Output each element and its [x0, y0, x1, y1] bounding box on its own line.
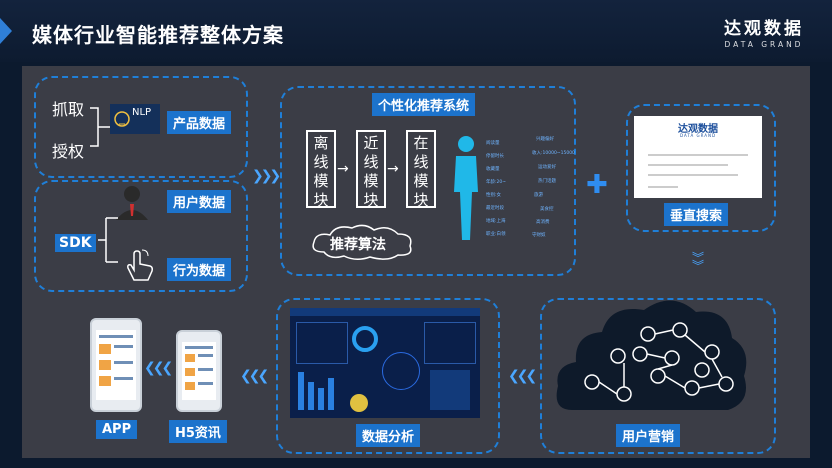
user-icon [116, 186, 148, 220]
arrow-right-icon: → [387, 161, 399, 177]
donut-chart [352, 326, 378, 352]
search-brand: 达观数据 [678, 124, 718, 135]
bar-mark [318, 388, 324, 410]
page-title: 媒体行业智能推荐整体方案 [32, 23, 284, 47]
bracket-lines [90, 107, 112, 147]
h5-label: H5资讯 [169, 420, 227, 443]
person-icon [454, 136, 478, 240]
content-source-group [34, 76, 248, 178]
analysis-group [276, 298, 500, 454]
profile-tag: 运动爱好 [538, 165, 556, 170]
auth-label: 授权 [52, 142, 85, 161]
profile-tag: 最近时段 [486, 206, 504, 211]
arrow-right-icon: → [337, 161, 349, 177]
profile-tag: 年龄:20~ [486, 180, 507, 185]
search-screenshot: 达观数据 DATA GRAND [634, 116, 762, 198]
social-cloud-icon [556, 300, 747, 410]
profile-tag: 阅读量 [486, 141, 500, 146]
profile-tag: 美食控 [540, 207, 554, 212]
recommender-title: 个性化推荐系统 [372, 93, 476, 116]
sdk-badge: SDK [55, 234, 96, 252]
product-data-label: 产品数据 [167, 111, 232, 134]
profile-tag: 性别:女 [486, 193, 502, 198]
bar-mark [328, 378, 334, 410]
dashboard-panel [424, 322, 476, 364]
flow-arrow-left-icon: ❮❮❮ [240, 368, 269, 384]
profile-tag: 收藏量 [486, 167, 500, 172]
offline-module: 离线模块 [306, 130, 336, 209]
header-accent [0, 18, 12, 44]
vertical-search-group [626, 104, 776, 232]
touch-icon [127, 249, 153, 281]
profile-tag: 热门话题 [538, 179, 556, 184]
marketing-group [540, 298, 776, 454]
profile-tag: 收入:10000~15000 [532, 151, 575, 156]
text-line [648, 154, 748, 156]
marketing-label: 用户营销 [616, 424, 681, 447]
app-label: APP [96, 420, 138, 439]
plus-icon: ✚ [586, 170, 608, 200]
h5-phone-icon [176, 330, 222, 412]
bar-mark [308, 382, 314, 410]
profile-tag: 地域:上海 [486, 219, 506, 224]
dashboard-screenshot [290, 308, 480, 418]
profile-tag: 守财奴 [532, 233, 546, 238]
down-arrow-icon: ︾︾ [692, 251, 705, 273]
search-brand-en: DATA GRAND [679, 133, 717, 138]
globe-graphic [382, 352, 420, 390]
brand-name: 达观数据 [724, 19, 804, 39]
vertical-search-label: 垂直搜索 [664, 203, 729, 226]
flow-arrow-left-icon: ❮❮❮ [508, 368, 537, 384]
nlp-icon: NLP [110, 104, 160, 134]
text-line [648, 174, 738, 176]
analysis-label: 数据分析 [356, 424, 421, 447]
profile-tag: 旅游 [534, 193, 543, 198]
user-data-label: 用户数据 [167, 190, 232, 213]
flow-arrow-icon: ❯❯❯ [252, 168, 281, 184]
text-line [648, 164, 728, 166]
algorithm-label: 推荐算法 [330, 237, 386, 253]
brand-logo: 达观数据 DATA GRAND [724, 14, 804, 49]
dashboard-header [290, 308, 480, 316]
cloud-icon [312, 224, 412, 260]
header: 媒体行业智能推荐整体方案 达观数据 DATA GRAND [0, 0, 832, 62]
recommender-group [280, 86, 576, 276]
pie-graphic [350, 394, 368, 412]
online-module: 在线模块 [406, 130, 436, 209]
app-phone-icon [90, 318, 142, 412]
nlp-text: NLP [132, 107, 152, 118]
profile-tag: 停留时长 [486, 154, 504, 159]
brand-name-en: DATA GRAND [724, 40, 804, 49]
profile-tag: 职业:白领 [486, 232, 506, 237]
profile-tag: 兴趣偏好 [536, 137, 554, 142]
bar-mark [298, 372, 304, 410]
dashboard-panel [296, 322, 348, 364]
user-source-group [34, 180, 248, 292]
grab-label: 抓取 [52, 100, 85, 119]
dashboard-panel [430, 370, 470, 410]
text-line [648, 186, 678, 188]
sdk-connector [98, 217, 118, 263]
behavior-data-label: 行为数据 [167, 258, 232, 281]
flow-arrow-left-icon: ❮❮❮ [144, 360, 173, 376]
nearline-module: 近线模块 [356, 130, 386, 209]
profile-tag: 高消费 [536, 220, 550, 225]
